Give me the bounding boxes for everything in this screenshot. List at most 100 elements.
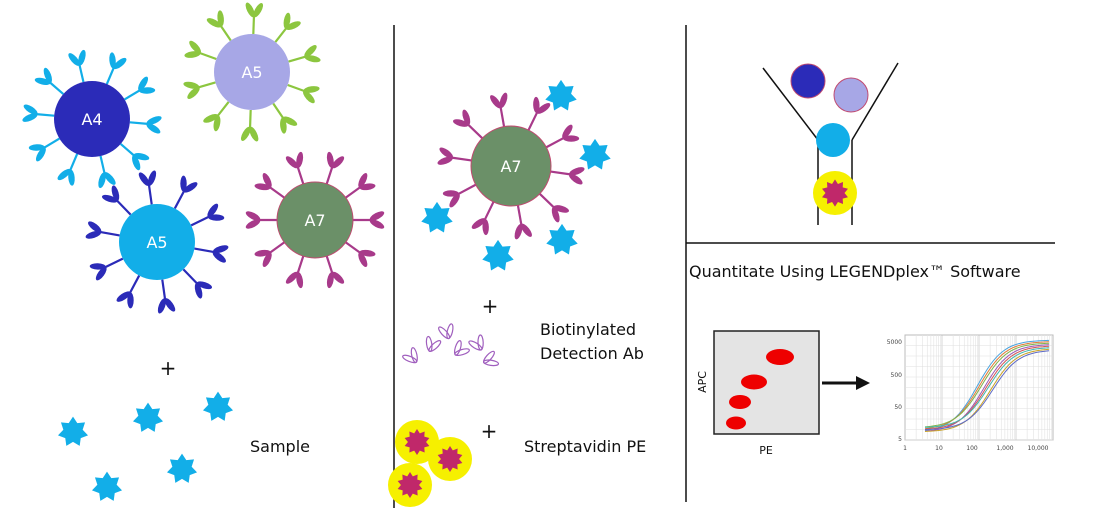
analyte-star xyxy=(202,391,234,421)
capture-antibody-stem xyxy=(325,255,334,274)
funnel-bead-navy xyxy=(790,63,826,99)
capture-antibody-arms xyxy=(244,209,262,231)
dot-plot-xlabel: PE xyxy=(759,444,773,457)
capture-antibody-stem xyxy=(274,27,288,43)
curve-grid xyxy=(904,335,1053,441)
capture-antibody-arms xyxy=(276,9,304,37)
standard-curve-plot: 5000 500 50 5 1 10 100 1,000 10,000 xyxy=(887,334,1054,452)
capture-antibody-stem xyxy=(190,215,210,227)
capture-antibody-stem xyxy=(288,55,307,63)
capture-antibody-stem xyxy=(516,205,523,226)
panel-readout: Quantitate Using LEGENDplex™ Software PE… xyxy=(689,62,1054,457)
plus-sign: + xyxy=(160,356,177,380)
y-tick-label: 500 xyxy=(891,372,903,379)
dot-plot-population xyxy=(726,416,746,430)
capture-antibody-stem xyxy=(539,192,555,209)
dot-plot-population xyxy=(766,349,794,365)
capture-antibody-arms xyxy=(136,168,160,189)
bead-a7-circle xyxy=(276,181,354,259)
funnel-bead-blue xyxy=(816,123,850,157)
capture-antibody-arms xyxy=(251,169,278,198)
capture-antibody-stem xyxy=(115,199,132,216)
capture-antibody-arms xyxy=(54,164,81,189)
bead-a5-light: A5 xyxy=(181,1,323,143)
capture-antibody-arms xyxy=(103,49,130,74)
bead-a7-bound-label: A7 xyxy=(500,157,521,176)
standard-curve xyxy=(924,348,1050,432)
y-tick-label: 5 xyxy=(898,436,902,443)
capture-antibody-stem xyxy=(78,64,85,83)
capture-antibody-arms xyxy=(283,267,309,291)
standard-curve xyxy=(924,345,1050,430)
detection-antibody xyxy=(435,321,459,343)
streptavidin-particle xyxy=(388,463,432,507)
capture-antibody-arms xyxy=(300,42,323,68)
bead-a5-blue: A5 xyxy=(83,168,231,316)
detection-ab-label-line1: Biotinylated xyxy=(540,320,636,339)
bead-a7: A7 xyxy=(244,149,386,291)
right-arrow-icon xyxy=(822,376,870,390)
capture-antibody-stem xyxy=(197,81,216,89)
capture-antibody-stem xyxy=(550,170,571,176)
capture-antibody-stem xyxy=(99,230,120,237)
capture-antibody-stem xyxy=(194,247,215,254)
bead-a4: A4 xyxy=(20,47,164,191)
capture-antibody-arms xyxy=(510,220,535,242)
capture-antibody-stem xyxy=(49,81,65,95)
detection-antibody xyxy=(465,332,491,356)
sample-label: Sample xyxy=(250,437,310,456)
streptavidin-pe-label: Streptavidin PE xyxy=(524,437,646,456)
capture-antibody-arms xyxy=(566,163,587,187)
sample-analytes xyxy=(57,391,234,501)
capture-antibody-stem xyxy=(36,113,55,117)
standard-curve xyxy=(924,347,1050,428)
capture-antibody-stem xyxy=(545,136,565,149)
capture-antibody-stem xyxy=(105,67,115,85)
capture-antibody-arms xyxy=(273,110,301,137)
capture-antibody-arms xyxy=(468,212,496,238)
capture-antibody-stem xyxy=(272,102,285,120)
capture-antibody-stem xyxy=(199,51,217,61)
standard-curve xyxy=(924,342,1050,428)
dot-plot-population xyxy=(729,395,751,409)
standard-curves xyxy=(924,339,1050,432)
analyte-star xyxy=(421,201,453,233)
capture-antibody-arms xyxy=(298,80,322,107)
analyte-star xyxy=(579,138,611,170)
x-tick-label: 100 xyxy=(966,445,978,452)
bead-a5-blue-circle xyxy=(119,204,195,280)
capture-antibody-stem xyxy=(527,111,539,131)
capture-antibody-stem xyxy=(345,186,361,199)
capture-antibody-stem xyxy=(345,241,361,254)
bead-a7-label: A7 xyxy=(304,211,325,230)
capture-antibody-arms xyxy=(132,73,158,101)
analyte-star xyxy=(132,402,164,432)
capture-antibody-arms xyxy=(209,241,231,266)
capture-antibody-stem xyxy=(129,121,148,125)
capture-antibody-arms xyxy=(321,149,347,173)
capture-antibody-arms xyxy=(20,102,40,125)
capture-antibody-stem xyxy=(269,241,285,254)
capture-antibody-stem xyxy=(182,268,199,285)
capture-antibody-stem xyxy=(325,166,334,185)
analyte-star xyxy=(482,239,514,271)
bead-a4-label: A4 xyxy=(81,110,102,129)
analyte-star xyxy=(91,471,123,501)
capture-antibody-arms xyxy=(144,113,164,136)
streptavidin-particle xyxy=(395,420,439,464)
y-tick-label: 5000 xyxy=(887,339,902,346)
panel-analyte-binding: A7 + Biotinylated Detection Ab xyxy=(388,79,646,507)
capture-antibody-stem xyxy=(147,184,153,205)
x-tick-label: 10,000 xyxy=(1028,445,1049,452)
bead-a7-bound-circle xyxy=(470,125,552,207)
capture-antibody-stem xyxy=(173,190,186,209)
analyte-star xyxy=(166,453,198,483)
capture-antibody-stem xyxy=(119,143,135,157)
dot-plot-population xyxy=(741,374,767,390)
capture-antibody-arms xyxy=(202,200,227,228)
capture-antibody-stem xyxy=(128,275,141,294)
capture-antibody-stem xyxy=(287,83,305,93)
standard-curve xyxy=(924,341,1050,430)
capture-antibody-stem xyxy=(99,155,106,174)
